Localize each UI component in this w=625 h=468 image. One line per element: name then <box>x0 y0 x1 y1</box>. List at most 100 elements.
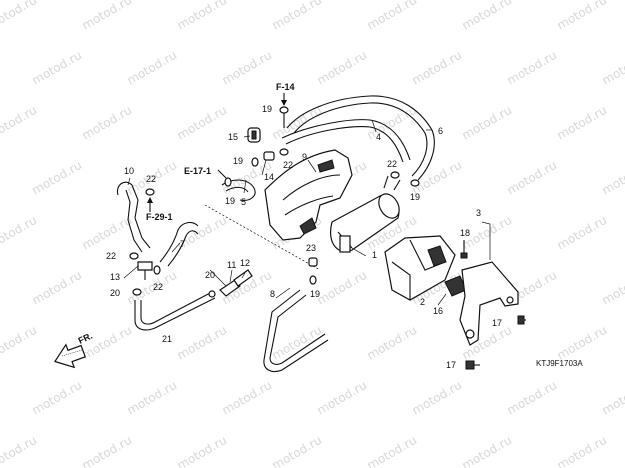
watermark-text: motod.ru <box>460 103 515 143</box>
watermark-text: motod.ru <box>0 433 39 468</box>
canister-nipples <box>383 175 401 191</box>
watermark-text: motod.ru <box>505 158 560 198</box>
hose-4 <box>281 119 411 161</box>
callout-22-e: 22 <box>387 159 397 169</box>
clamp-19-14 <box>251 157 259 167</box>
watermark-text: motod.ru <box>125 378 180 418</box>
watermark-text: motod.ru <box>175 433 230 468</box>
callout-10: 10 <box>124 166 134 176</box>
cover-9-slot-2 <box>317 159 335 173</box>
watermark-text: motod.ru <box>555 213 610 253</box>
watermark-text: motod.ru <box>600 268 625 308</box>
callout-13: 13 <box>110 272 120 282</box>
clamp-22-d <box>279 148 289 156</box>
watermark-text: motod.ru <box>600 158 625 198</box>
valve-11 <box>219 279 241 297</box>
hose-10-inner <box>125 189 143 253</box>
callout-19-mid: 19 <box>310 289 320 299</box>
watermark-text: motod.ru <box>365 0 420 33</box>
callout-17-upper: 17 <box>492 318 502 328</box>
callout-18: 18 <box>460 228 470 238</box>
clamp-19-right <box>410 179 420 187</box>
watermark-text: motod.ru <box>80 213 135 253</box>
canister-end <box>378 193 400 219</box>
joint-14 <box>263 151 275 161</box>
watermark-text: motod.ru <box>125 268 180 308</box>
cover-9-rib <box>282 174 341 201</box>
callout-11: 11 <box>227 260 236 270</box>
watermark-text: motod.ru <box>0 323 39 363</box>
ref-f291-arrowhead <box>147 197 153 203</box>
watermark-text: motod.ru <box>125 48 180 88</box>
watermark-text: motod.ru <box>505 48 560 88</box>
bolt-17-upper <box>517 315 526 325</box>
watermark-text: motod.ru <box>0 0 39 33</box>
hose-5 <box>221 179 256 201</box>
callout-8: 8 <box>270 289 275 299</box>
callout-19-f14: 19 <box>262 104 272 114</box>
watermark-text: motod.ru <box>315 48 370 88</box>
callout-9: 9 <box>302 152 307 162</box>
bolt-18 <box>460 240 468 259</box>
callout-6: 6 <box>438 126 443 136</box>
tee-13 <box>137 261 153 280</box>
watermark-text: motod.ru <box>0 103 39 143</box>
clamp-20-b <box>208 290 216 298</box>
watermark-text: motod.ru <box>270 433 325 468</box>
clamp-22-c <box>153 265 161 275</box>
watermark-text: motod.ru <box>175 103 230 143</box>
watermark-text: motod.ru <box>460 0 515 33</box>
ref-f291: F-29-1 <box>146 212 173 222</box>
canister-port <box>339 235 351 253</box>
watermark-text: motod.ru <box>365 433 420 468</box>
hose-7 <box>159 221 199 263</box>
callout-19-e17: 19 <box>225 196 235 206</box>
bolt-17-lower <box>465 360 480 370</box>
housing-2-grille <box>427 245 447 267</box>
watermark-text: motod.ru <box>555 0 610 33</box>
watermark-text: motod.ru <box>555 103 610 143</box>
callout-2: 2 <box>420 297 425 307</box>
callout-20-a: 20 <box>110 288 120 298</box>
hose-4-inner <box>285 126 404 163</box>
watermark-text: motod.ru <box>175 0 230 33</box>
callout-7: 7 <box>180 239 185 249</box>
callout-15: 15 <box>228 132 238 142</box>
hose-8 <box>263 289 329 373</box>
callout-17-lower: 17 <box>446 360 456 370</box>
watermark-text: motod.ru <box>315 268 370 308</box>
watermark-text: motod.ru <box>80 103 135 143</box>
diagram-code: KTJ9F1703A <box>536 359 583 368</box>
hose-7-inner <box>167 230 199 267</box>
callout-23: 23 <box>306 243 316 253</box>
callout-12: 12 <box>240 258 250 268</box>
clamp-22-e <box>390 171 400 179</box>
watermark-text: motod.ru <box>555 323 610 363</box>
hose-6 <box>286 95 435 181</box>
bracket-3-hole <box>465 329 475 339</box>
callout-3: 3 <box>476 208 481 218</box>
bracket-3 <box>459 261 519 346</box>
housing-2-edge-2 <box>391 261 411 300</box>
clamp-22-b <box>129 252 139 260</box>
hose-21-inner <box>140 291 213 325</box>
clamp-19-e17 <box>224 177 232 187</box>
callout-19-14: 19 <box>233 156 243 166</box>
callout-leaders <box>123 119 491 306</box>
callout-22-d: 22 <box>283 160 293 170</box>
watermark-text: motod.ru <box>30 378 85 418</box>
watermark-text: motod.ru <box>220 378 275 418</box>
watermark-text: motod.ru <box>460 433 515 468</box>
callout-22-b: 22 <box>106 251 116 261</box>
hose-5-inner <box>225 186 249 193</box>
clamp-19-f14 <box>279 106 289 114</box>
callout-22-a: 22 <box>146 174 156 184</box>
watermark-text: motod.ru <box>600 378 625 418</box>
watermark-text: motod.ru <box>220 48 275 88</box>
ref-f14: F-14 <box>276 82 295 92</box>
callout-1: 1 <box>372 250 377 260</box>
watermark-text: motod.ru <box>365 323 420 363</box>
hose-6-inner <box>293 102 428 177</box>
